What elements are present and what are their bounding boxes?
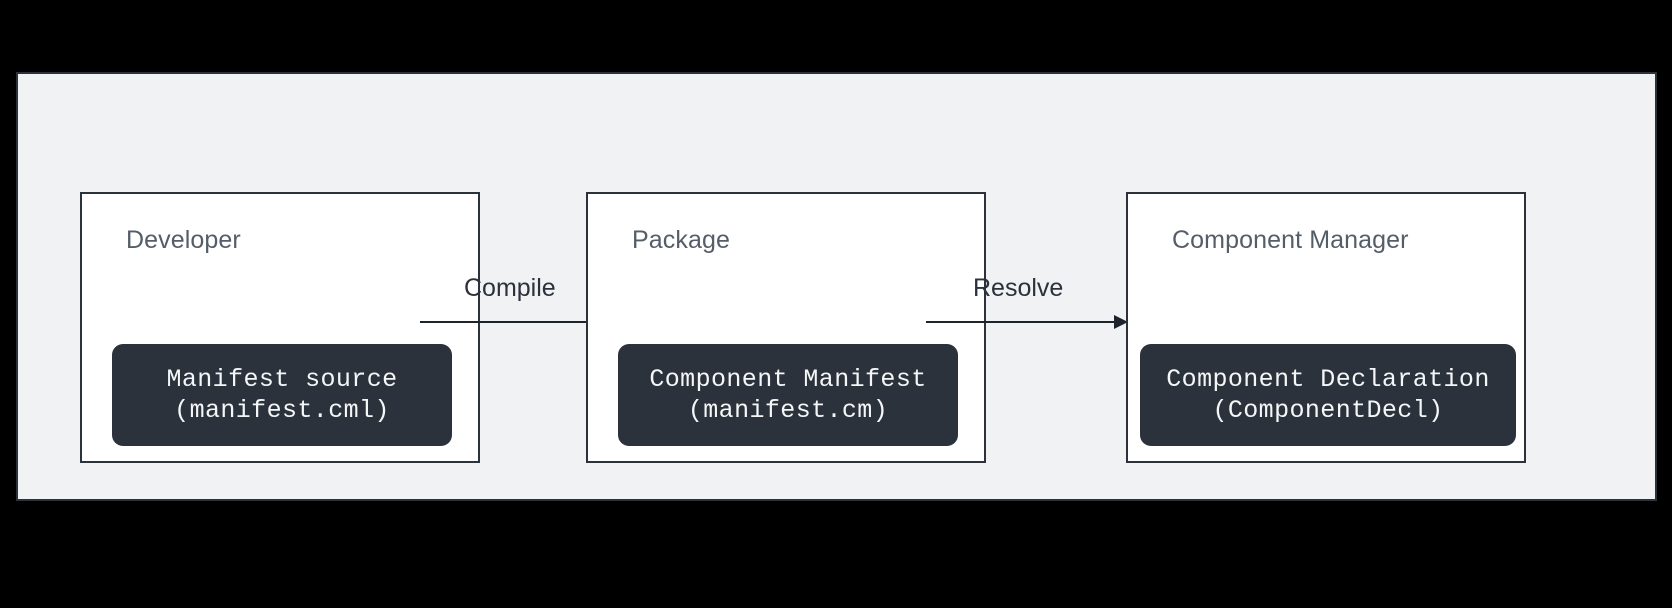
group-component-manager: Component Manager Component Declaration …	[1126, 192, 1526, 463]
node-manifest-source-line1: Manifest source	[166, 365, 398, 394]
node-component-manifest-line1: Component Manifest	[649, 365, 927, 394]
group-label-package: Package	[632, 226, 730, 254]
diagram-canvas: Developer Manifest source (manifest.cml)…	[16, 72, 1657, 501]
arrow-compile-shaft	[420, 321, 610, 323]
arrow-resolve-shaft	[926, 321, 1116, 323]
node-manifest-source-line2: (manifest.cml)	[174, 396, 390, 425]
arrow-resolve-head-icon	[1114, 315, 1128, 329]
group-label-developer: Developer	[126, 226, 241, 254]
group-label-component-manager: Component Manager	[1172, 226, 1409, 254]
group-package: Package Component Manifest (manifest.cm)	[586, 192, 986, 463]
node-manifest-source: Manifest source (manifest.cml)	[112, 344, 452, 446]
node-component-declaration: Component Declaration (ComponentDecl)	[1140, 344, 1516, 446]
arrow-label-compile: Compile	[464, 274, 556, 302]
arrow-resolve	[926, 310, 1129, 334]
node-component-declaration-line2: (ComponentDecl)	[1212, 396, 1444, 425]
node-component-declaration-line1: Component Declaration	[1166, 365, 1490, 394]
arrow-label-resolve: Resolve	[973, 274, 1064, 302]
node-component-manifest: Component Manifest (manifest.cm)	[618, 344, 958, 446]
node-component-manifest-line2: (manifest.cm)	[687, 396, 889, 425]
group-developer: Developer Manifest source (manifest.cml)	[80, 192, 480, 463]
